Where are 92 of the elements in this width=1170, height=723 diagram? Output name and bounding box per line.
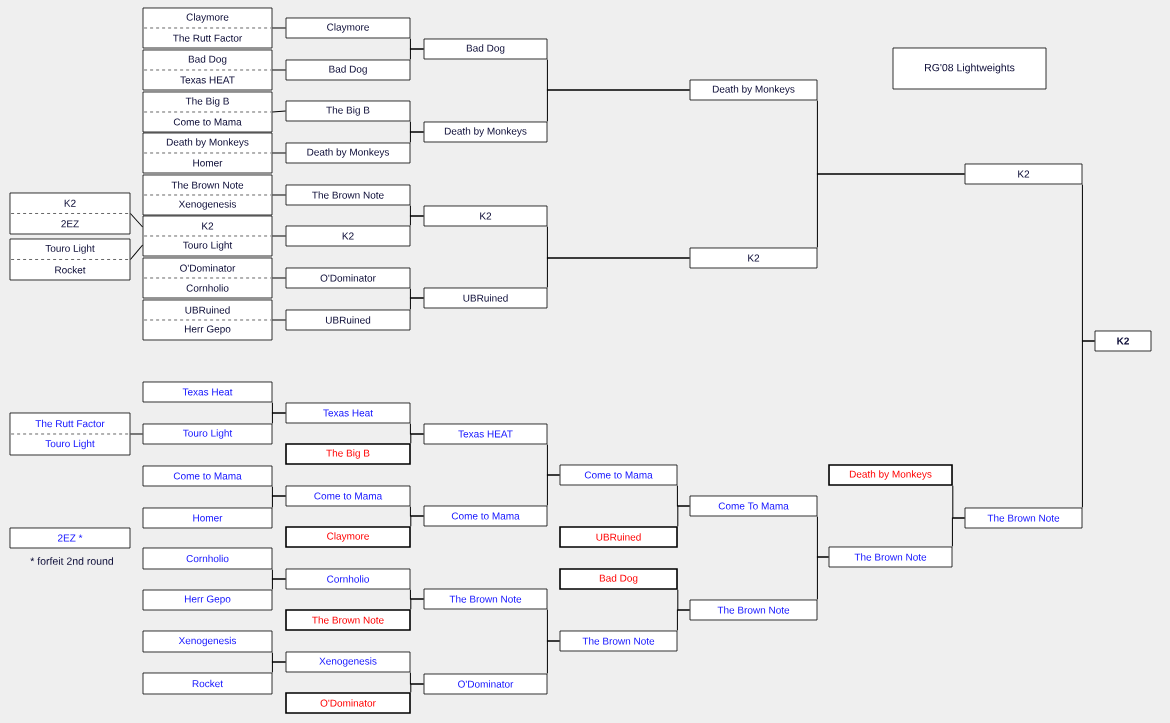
team-box: UBRuined	[285, 309, 411, 331]
bracket-line	[271, 69, 287, 71]
team-box: The Brown Note	[423, 588, 548, 610]
team-box: The Brown Note	[285, 609, 411, 631]
team-box: K2	[1094, 330, 1152, 352]
bracket-line	[410, 433, 425, 444]
bracket-line	[546, 257, 691, 289]
team-box: The Big B	[285, 100, 411, 122]
team-box: Cornholio	[142, 547, 273, 570]
match-box: Bad Dog Texas HEAT	[142, 49, 273, 91]
bracket-line	[410, 598, 425, 610]
note: * forfeit 2nd round	[30, 557, 114, 565]
bracket-line	[951, 517, 966, 548]
bracket-line	[677, 505, 691, 527]
bracket-line	[546, 474, 561, 507]
team-box: Claymore	[285, 526, 411, 548]
team-box: Rocket	[142, 672, 273, 695]
team-box: Herr Gepo	[142, 589, 273, 611]
team-box: Come to Mama	[142, 465, 273, 487]
team-box: Xenogenesis	[285, 651, 411, 673]
bracket-line	[410, 683, 425, 693]
bracket-line	[409, 215, 425, 227]
team-box: Death by Monkeys	[285, 142, 411, 164]
team-box: Homer	[142, 507, 273, 529]
team-box: Touro Light	[142, 423, 273, 445]
bracket-line	[410, 515, 425, 527]
team-box: Come to Mama	[423, 505, 548, 527]
bracket-line	[546, 640, 561, 675]
bracket-line	[546, 89, 691, 123]
bracket-line	[1081, 340, 1096, 509]
bracket-line	[271, 661, 287, 674]
bracket-line	[271, 495, 287, 509]
bracket-line	[271, 578, 287, 591]
match-box: Touro Light Rocket	[9, 238, 131, 281]
team-box: K2	[423, 205, 548, 227]
team-box: Cornholio	[285, 568, 411, 590]
bracket-line	[409, 48, 425, 61]
team-box: The Brown Note	[559, 630, 678, 652]
bracket-line	[271, 277, 287, 279]
team-box: O'Dominator	[285, 267, 411, 289]
bracket-line	[271, 27, 287, 29]
team-box: Death by Monkeys	[828, 464, 953, 486]
bracket-line	[409, 297, 425, 311]
title-box: RG'08 Lightweights	[892, 47, 1047, 90]
bracket-line	[129, 433, 144, 435]
team-box: Bad Dog	[559, 568, 678, 590]
team-box: The Brown Note	[964, 507, 1083, 529]
match-box: The Rutt Factor Touro Light	[9, 412, 131, 456]
team-box: Claymore	[285, 17, 411, 39]
bracket-line	[271, 194, 287, 196]
team-box: Come to Mama	[285, 485, 411, 507]
team-box: Come to Mama	[559, 464, 678, 486]
team-box: K2	[964, 163, 1083, 185]
team-box: Bad Dog	[285, 59, 411, 81]
bracket-line	[129, 213, 144, 228]
bracket-line	[271, 152, 287, 154]
team-box: The Brown Note	[828, 546, 953, 568]
bracket-line	[676, 609, 691, 632]
team-box: Bad Dog	[423, 38, 548, 60]
bracket-line	[271, 110, 287, 113]
team-box: Xenogenesis	[142, 630, 273, 653]
team-box: The Brown Note	[285, 184, 411, 206]
bracket-line	[816, 173, 966, 249]
team-box: O'Dominator	[285, 692, 411, 714]
match-box: Death by Monkeys Homer	[142, 132, 273, 174]
team-box: K2	[285, 225, 411, 247]
team-box: The Big B	[285, 443, 411, 465]
match-box: The Big B Come to Mama	[142, 91, 273, 133]
team-box: The Brown Note	[689, 599, 818, 621]
team-box: Texas Heat	[142, 381, 273, 403]
team-box: Texas HEAT	[423, 423, 548, 445]
bracket-line	[409, 131, 425, 144]
team-box: UBRuined	[559, 526, 678, 548]
match-box: K2 2EZ	[9, 192, 131, 235]
team-box: Death by Monkeys	[689, 79, 818, 101]
team-box: Texas Heat	[285, 402, 411, 424]
match-box: UBRuined Herr Gepo	[142, 299, 273, 341]
bracket-line	[129, 244, 144, 260]
team-box: O'Dominator	[423, 673, 548, 695]
match-box: O'Dominator Cornholio	[142, 257, 273, 299]
team-box: K2	[689, 247, 818, 269]
bracket-line	[271, 235, 287, 237]
team-box: 2EZ *	[9, 527, 131, 549]
team-box: Come To Mama	[689, 495, 818, 517]
team-box: Death by Monkeys	[423, 121, 548, 143]
bracket-line	[271, 319, 287, 321]
match-box: Claymore The Rutt Factor	[142, 7, 273, 49]
match-box: The Brown Note Xenogenesis	[142, 174, 273, 216]
bracket-line	[816, 556, 830, 601]
team-box: UBRuined	[423, 287, 548, 309]
bracket-line	[271, 412, 287, 425]
match-box: K2 Touro Light	[142, 215, 273, 257]
